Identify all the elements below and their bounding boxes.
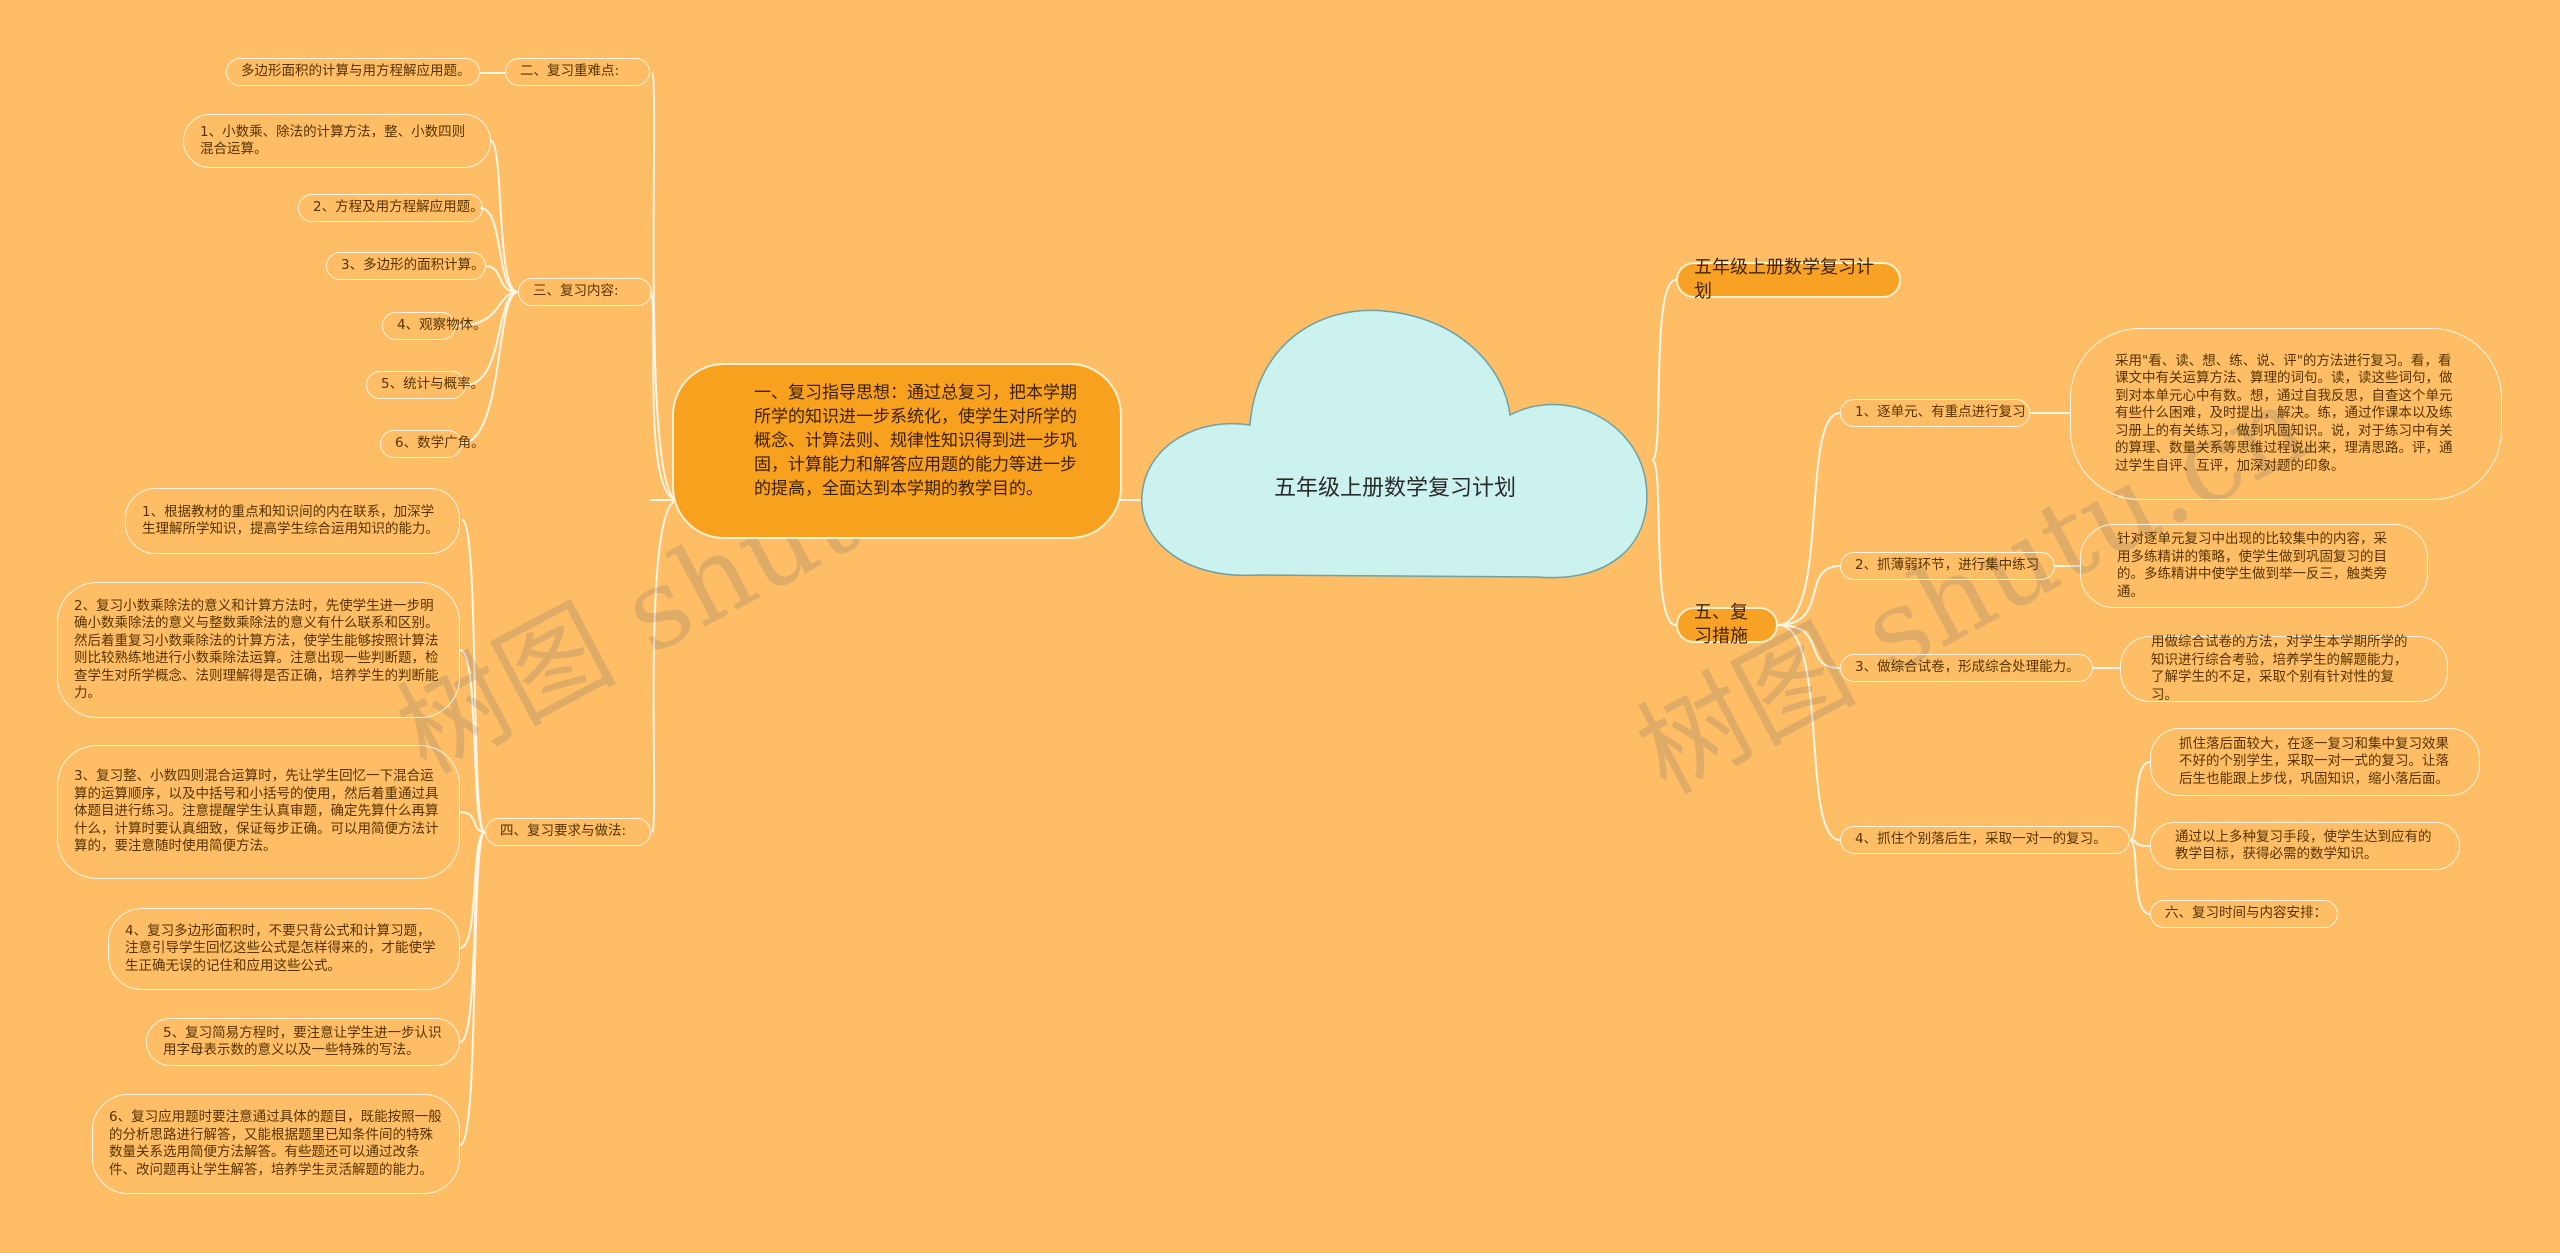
review-content-label[interactable]: 三、复习内容:: [518, 278, 652, 306]
requirement-item-text: 4、复习多边形面积时，不要只背公式和计算习题，注意引导学生回忆这些公式是怎样得来…: [125, 922, 436, 974]
title-branch-text: 五年级上册数学复习计划: [1694, 257, 1874, 302]
content-item[interactable]: 4、观察物体。: [382, 312, 487, 340]
review-schedule-text: 六、复习时间与内容安排：: [2165, 905, 2327, 922]
measure-detail-text: 用做综合试卷的方法，对学生本学期所学的知识进行综合考验，培养学生的解题能力，了解…: [2151, 634, 2408, 703]
measure-item-text: 2、抓薄弱环节，进行集中练习: [1855, 557, 2040, 574]
guiding-thought-node[interactable]: 一、复习指导思想：通过总复习，把本学期所学的知识进一步系统化，使学生对所学的概念…: [672, 363, 1122, 539]
measure-detail[interactable]: 采用"看、读、想、练、说、评"的方法进行复习。看，看课文中有关运算方法、算理的词…: [2070, 328, 2502, 500]
content-item-text: 6、数学广角。: [395, 435, 485, 452]
requirement-item[interactable]: 2、复习小数乘除法的意义和计算方法时，先使学生进一步明确小数乘除法的意义与整数乘…: [57, 582, 460, 718]
content-item[interactable]: 5、统计与概率。: [366, 371, 484, 399]
content-item[interactable]: 2、方程及用方程解应用题。: [298, 194, 484, 222]
key-points-label[interactable]: 二、复习重难点:: [505, 58, 650, 86]
measure-detail-text: 通过以上多种复习手段，使学生达到应有的教学目标，获得必需的数学知识。: [2175, 828, 2432, 863]
content-item-text: 3、多边形的面积计算。: [341, 257, 485, 274]
content-item-text: 4、观察物体。: [397, 317, 487, 334]
measure-detail-text: 采用"看、读、想、练、说、评"的方法进行复习。看，看课文中有关运算方法、算理的词…: [2115, 352, 2453, 474]
measure-item[interactable]: 2、抓薄弱环节，进行集中练习: [1840, 552, 2055, 580]
measure-item[interactable]: 3、做综合试卷，形成综合处理能力。: [1840, 654, 2093, 682]
review-schedule-item[interactable]: 六、复习时间与内容安排：: [2150, 900, 2338, 928]
title-branch-node[interactable]: 五年级上册数学复习计划: [1676, 257, 1901, 302]
measure-item-text: 1、逐单元、有重点进行复习: [1855, 404, 2026, 421]
requirement-item-text: 3、复习整、小数四则混合运算时，先让学生回忆一下混合运算的运算顺序，以及中括号和…: [74, 768, 439, 855]
measure-item-text: 4、抓住个别落后生，采取一对一的复习。: [1855, 831, 2107, 848]
requirement-item[interactable]: 5、复习简易方程时，要注意让学生进一步认识用字母表示数的意义以及一些特殊的写法。: [146, 1018, 460, 1066]
content-item[interactable]: 6、数学广角。: [380, 430, 485, 458]
measure-detail[interactable]: 针对逐单元复习中出现的比较集中的内容，采用多练精讲的策略，使学生做到巩固复习的目…: [2080, 524, 2428, 608]
key-points-label-text: 二、复习重难点:: [520, 63, 620, 80]
content-item[interactable]: 3、多边形的面积计算。: [326, 252, 486, 280]
requirement-item[interactable]: 3、复习整、小数四则混合运算时，先让学生回忆一下混合运算的运算顺序，以及中括号和…: [57, 745, 460, 879]
measure-detail-text: 抓住落后面较大，在逐一复习和集中复习效果不好的个别学生，采取一对一式的复习。让落…: [2179, 735, 2449, 787]
measure-detail[interactable]: 通过以上多种复习手段，使学生达到应有的教学目标，获得必需的数学知识。: [2150, 822, 2460, 870]
requirements-label[interactable]: 四、复习要求与做法:: [485, 818, 651, 846]
measure-item[interactable]: 1、逐单元、有重点进行复习: [1840, 399, 2030, 427]
center-topic[interactable]: 五年级上册数学复习计划: [1273, 476, 1516, 501]
measure-detail-text: 针对逐单元复习中出现的比较集中的内容，采用多练精讲的策略，使学生做到巩固复习的目…: [2117, 531, 2387, 600]
requirement-item-text: 5、复习简易方程时，要注意让学生进一步认识用字母表示数的意义以及一些特殊的写法。: [163, 1024, 442, 1059]
measures-node[interactable]: 五、复习措施: [1676, 602, 1778, 647]
key-point-item[interactable]: 多边形面积的计算与用方程解应用题。: [226, 58, 480, 86]
review-content-label-text: 三、复习内容:: [533, 283, 619, 300]
requirements-label-text: 四、复习要求与做法:: [500, 823, 627, 840]
requirement-item[interactable]: 1、根据教材的重点和知识间的内在联系，加深学生理解所学知识，提高学生综合运用知识…: [125, 488, 460, 554]
measure-detail[interactable]: 用做综合试卷的方法，对学生本学期所学的知识进行综合考验，培养学生的解题能力，了解…: [2120, 634, 2448, 703]
key-point-item-text: 多边形面积的计算与用方程解应用题。: [241, 63, 471, 80]
requirement-item[interactable]: 6、复习应用题时要注意通过具体的题目，既能按照一般的分析思路进行解答，又能根据题…: [92, 1094, 460, 1194]
requirement-item[interactable]: 4、复习多边形面积时，不要只背公式和计算习题，注意引导学生回忆这些公式是怎样得来…: [108, 908, 460, 990]
requirement-item-text: 6、复习应用题时要注意通过具体的题目，既能按照一般的分析思路进行解答，又能根据题…: [109, 1109, 442, 1178]
guiding-thought-text: 一、复习指导思想：通过总复习，把本学期所学的知识进一步系统化，使学生对所学的概念…: [754, 383, 1077, 499]
measure-item-text: 3、做综合试卷，形成综合处理能力。: [1855, 659, 2080, 676]
requirement-item-text: 1、根据教材的重点和知识间的内在联系，加深学生理解所学知识，提高学生综合运用知识…: [142, 503, 439, 538]
content-item-text: 5、统计与概率。: [381, 376, 485, 393]
content-item-text: 2、方程及用方程解应用题。: [313, 199, 484, 216]
center-cloud: [1141, 309, 1648, 579]
content-item-text: 1、小数乘、除法的计算方法，整、小数四则混合运算。: [200, 123, 466, 158]
measure-item[interactable]: 4、抓住个别落后生，采取一对一的复习。: [1840, 826, 2130, 854]
requirement-item-text: 2、复习小数乘除法的意义和计算方法时，先使学生进一步明确小数乘除法的意义与整数乘…: [74, 597, 439, 702]
content-item[interactable]: 1、小数乘、除法的计算方法，整、小数四则混合运算。: [183, 114, 491, 168]
measure-detail[interactable]: 抓住落后面较大，在逐一复习和集中复习效果不好的个别学生，采取一对一式的复习。让落…: [2150, 728, 2480, 796]
measures-label-text: 五、复习措施: [1694, 602, 1748, 647]
